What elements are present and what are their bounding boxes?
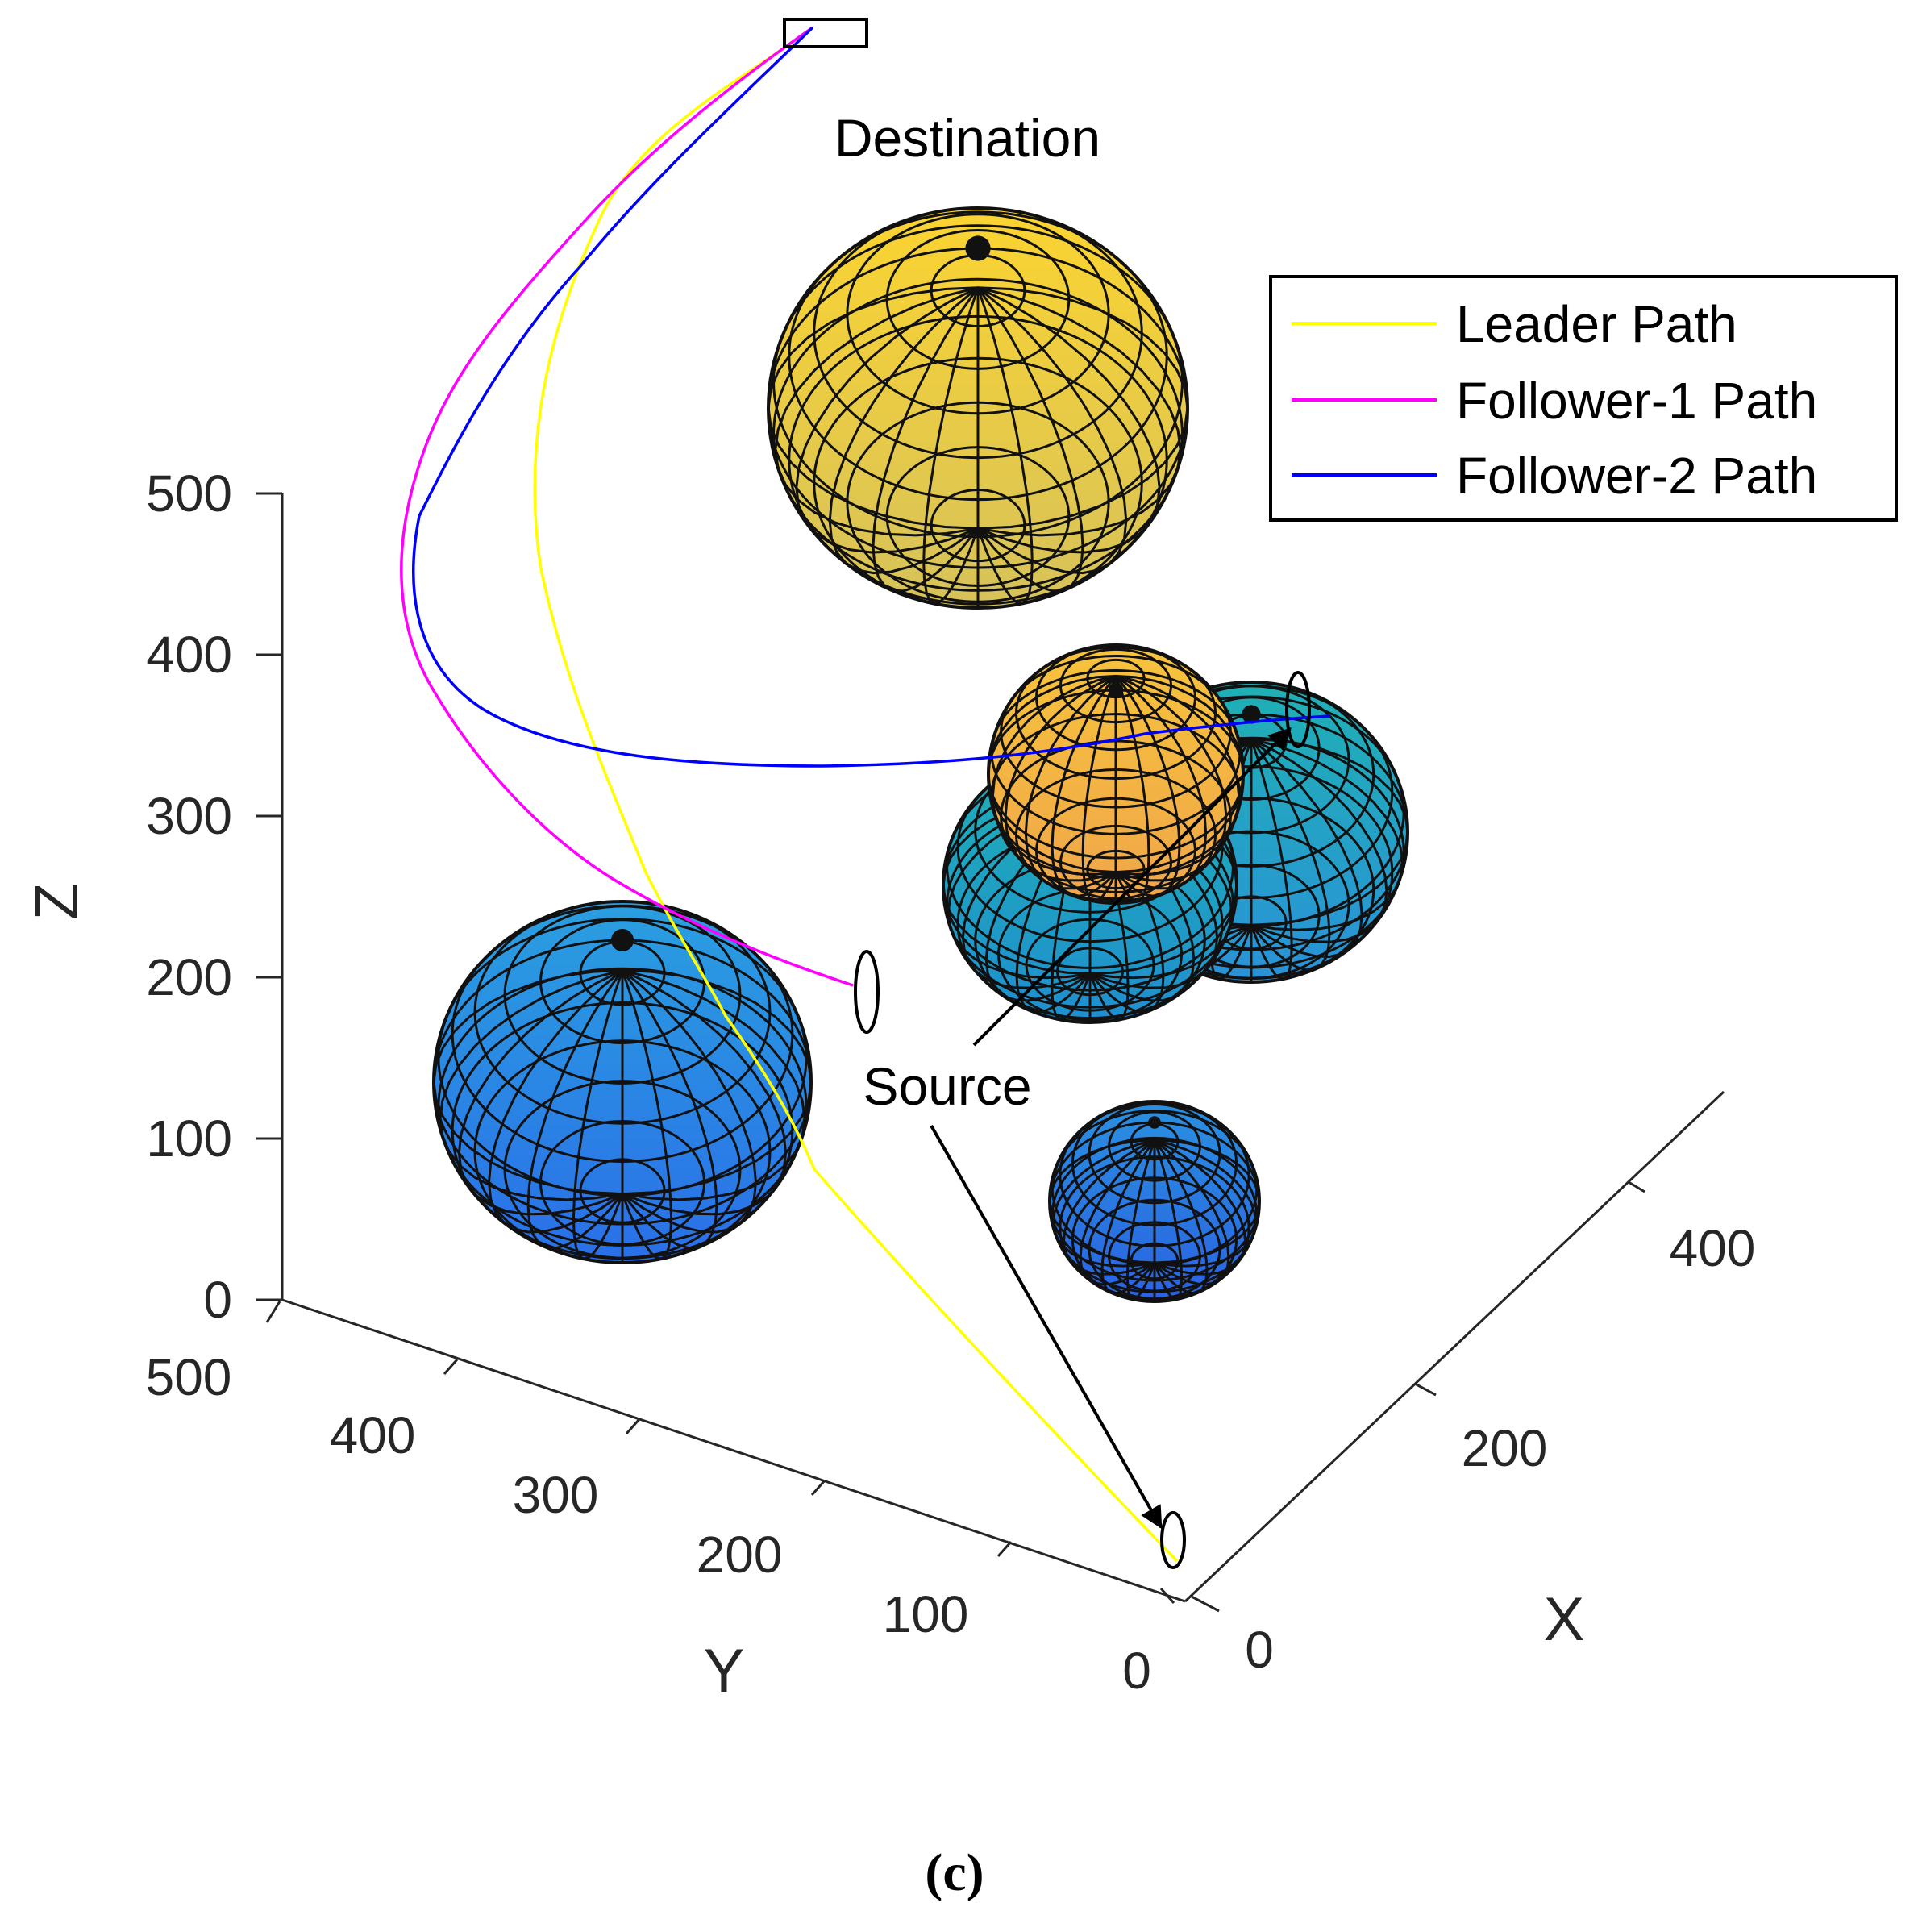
sphere-meridian-line	[1004, 675, 1117, 882]
sphere-meridian-line	[1250, 738, 1331, 972]
sphere-meridian-line	[439, 968, 623, 1201]
sphere-pole	[965, 235, 991, 261]
obstacle-sphere	[432, 900, 813, 1264]
y-tick-label: 400	[330, 1406, 416, 1464]
sphere-meridian-line	[1115, 675, 1228, 882]
sphere-meridian-line	[1079, 1139, 1155, 1286]
sphere-meridian-line	[977, 286, 1189, 530]
z-axis-label: Z	[23, 883, 91, 920]
y-axis-line	[281, 1298, 1186, 1603]
series-paths	[400, 26, 1331, 1563]
z-tick-label: 0	[203, 1271, 232, 1329]
y-tick-label: 200	[697, 1526, 783, 1584]
sphere-meridian-line	[1250, 738, 1404, 931]
y-tick-label: 100	[883, 1585, 969, 1643]
sphere-meridian-line	[1114, 675, 1181, 897]
z-tick-label: 500	[146, 464, 232, 523]
y-ticks	[265, 1301, 1175, 1604]
x-ticks	[1191, 1180, 1645, 1613]
y-tick-label: 0	[1122, 1642, 1151, 1700]
sphere-meridian-line	[1154, 1139, 1261, 1264]
sphere-meridian-line	[1114, 675, 1150, 902]
x-tick-label: 0	[1245, 1621, 1274, 1679]
sphere-meridian-line	[572, 969, 624, 1260]
z-tick-label: 200	[146, 948, 232, 1006]
sphere-pole	[1148, 1116, 1161, 1129]
sphere-meridian-line	[1153, 1139, 1209, 1295]
sphere-meridian-line	[1250, 738, 1388, 943]
sphere-meridian-line	[774, 286, 979, 537]
sphere-meridian-line	[1154, 1139, 1247, 1276]
follower-1-path	[400, 26, 854, 987]
x-tick-label: 200	[1462, 1419, 1548, 1477]
leader-path	[533, 26, 1179, 1563]
sphere-meridian-line	[977, 286, 1182, 537]
sphere-meridian-line	[622, 969, 788, 1216]
obstacles	[432, 206, 1409, 1303]
source-arrow-2	[972, 727, 1292, 1047]
source-arrow-1	[930, 1125, 1163, 1530]
z-ticks	[256, 492, 282, 1301]
axes-lines	[281, 493, 1725, 1603]
sphere-meridian-line	[1051, 675, 1117, 897]
sphere-meridian-line	[1154, 1139, 1258, 1268]
source-annotation: Source	[863, 1056, 1031, 1116]
sphere-meridian-line	[976, 286, 1084, 593]
figure-caption: (c)	[925, 1843, 984, 1902]
sphere-meridian-line	[1250, 739, 1293, 981]
legend: Leader Path Follower-1 Path Follower-2 P…	[1269, 275, 1898, 522]
sphere-meridian-line	[1125, 1139, 1156, 1301]
sphere-meridian-line	[1115, 675, 1208, 890]
sphere-meridian-line	[622, 968, 806, 1201]
y-tick-labels: 0 100 200 300 400 500	[146, 1348, 1151, 1700]
sphere-pole	[610, 928, 634, 952]
source-marker-leader	[1160, 1511, 1186, 1569]
legend-label-follower-1: Follower-1 Path	[1456, 372, 1817, 430]
x-tick-labels: 0 200 400	[1245, 1219, 1755, 1679]
sphere-meridian-line	[621, 969, 673, 1260]
legend-label-leader: Leader Path	[1456, 295, 1737, 353]
sphere-meridian-line	[1250, 738, 1409, 926]
sphere-meridian-line	[795, 286, 979, 554]
sphere-meridian-line	[828, 286, 979, 575]
sphere-pole	[1242, 705, 1261, 724]
z-tick-labels: 0 100 200 300 400 500	[146, 464, 232, 1329]
obstacle-sphere	[767, 206, 1189, 610]
obstacle-sphere	[1048, 1100, 1261, 1303]
sphere-meridian-line	[767, 286, 979, 530]
sphere-meridian-line	[622, 969, 758, 1234]
sphere-meridian-line	[1048, 1139, 1155, 1264]
sphere-meridian-line	[1062, 1139, 1155, 1276]
sphere-meridian-line	[1081, 675, 1117, 902]
sphere-pole	[1108, 682, 1124, 698]
sphere-meridian-line	[622, 968, 813, 1196]
sphere-meridian-line	[1250, 738, 1363, 959]
sphere-meridian-line	[457, 969, 623, 1216]
source-marker-follower-2	[1285, 671, 1311, 748]
legend-label-follower-2: Follower-2 Path	[1456, 447, 1817, 505]
z-tick-label: 400	[146, 626, 232, 684]
sphere-meridian-line	[977, 286, 1161, 554]
x-axis-label: X	[1544, 1585, 1585, 1654]
sphere-meridian-line	[1051, 1139, 1155, 1268]
sphere-meridian-line	[1024, 675, 1117, 890]
z-tick-label: 300	[146, 787, 232, 845]
source-marker-follower-1	[854, 950, 880, 1034]
sphere-meridian-line	[621, 969, 718, 1250]
x-tick-label: 400	[1670, 1219, 1756, 1277]
x-axis-line	[1184, 1090, 1725, 1603]
y-tick-label: 500	[146, 1348, 232, 1406]
z-tick-label: 100	[146, 1110, 232, 1168]
y-axis-label: Y	[704, 1637, 745, 1705]
destination-annotation: Destination	[834, 108, 1100, 168]
sphere-meridian-line	[487, 969, 623, 1234]
follower-2-path	[412, 26, 1331, 768]
obstacle-sphere	[987, 643, 1245, 905]
y-tick-label: 300	[513, 1466, 599, 1524]
sphere-meridian-line	[432, 968, 623, 1196]
sphere-meridian-line	[922, 287, 980, 606]
destination-marker	[783, 18, 868, 48]
